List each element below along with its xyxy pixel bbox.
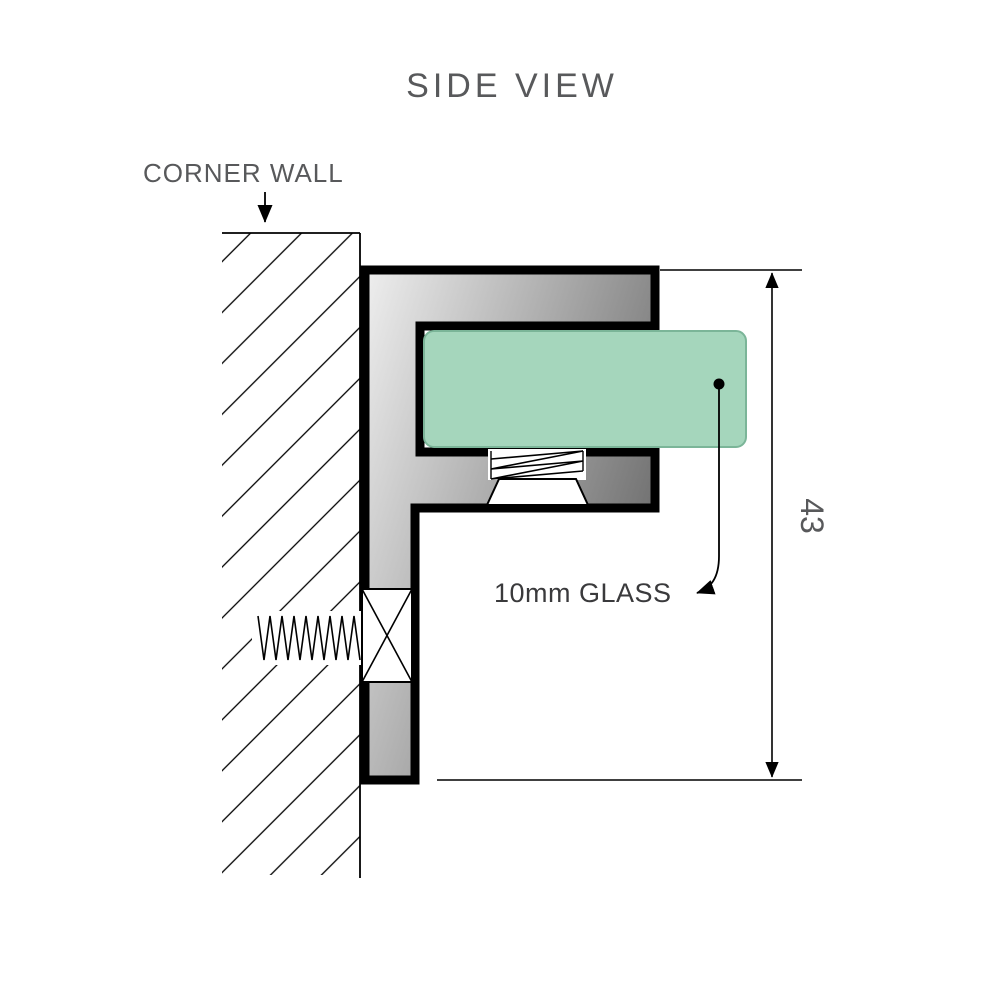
- corner-wall-hatching: [222, 233, 360, 875]
- dimension-value: 43: [794, 498, 830, 534]
- gasket-thread-lines: [490, 450, 584, 480]
- glass-callout-label: 10mm GLASS: [494, 578, 672, 608]
- glass-panel: [423, 330, 747, 448]
- gasket-seal: [485, 449, 590, 506]
- gasket-body: [485, 478, 590, 506]
- screw-head-cross-line-2: [361, 588, 413, 683]
- wall-screw: [252, 588, 413, 683]
- glass-callout-dot: [713, 378, 725, 390]
- screw-thread-zigzag: [257, 615, 361, 661]
- glass-callout-leader: [696, 389, 720, 595]
- corner-wall-label: CORNER WALL: [143, 158, 344, 188]
- diagram-title: SIDE VIEW: [406, 67, 618, 105]
- bracket-profile: [360, 265, 660, 785]
